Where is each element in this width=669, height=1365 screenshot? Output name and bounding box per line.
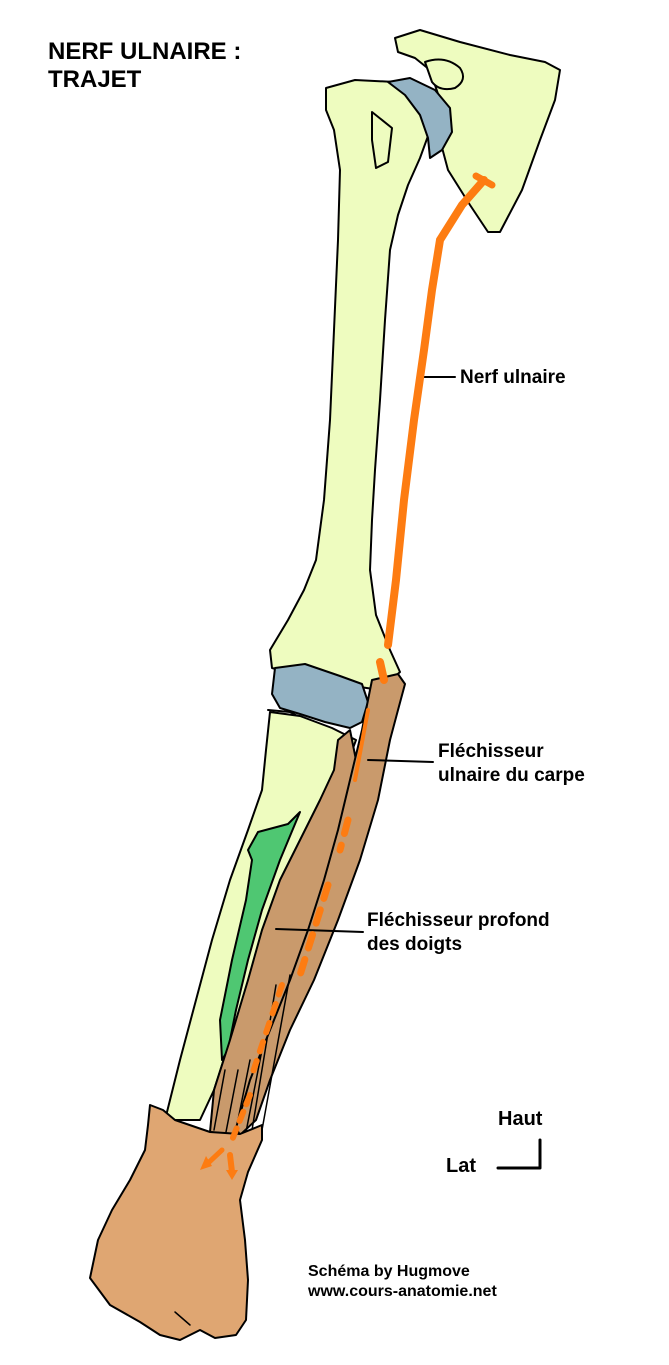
hand-crease <box>174 1311 191 1326</box>
acromion <box>424 58 465 91</box>
label-fcu-line-2: ulnaire du carpe <box>438 765 585 786</box>
label-fcu-line-1: Fléchisseur <box>438 741 544 762</box>
label-fdp-line-2: des doigts <box>367 934 463 955</box>
ulnar-nerve <box>203 172 496 1175</box>
fcu-leader-line <box>367 759 434 763</box>
orientation-arrow <box>496 1138 542 1170</box>
humerus-groove <box>371 111 393 169</box>
fcu-muscle <box>235 673 406 1136</box>
humeral-head-cartilage <box>387 77 453 159</box>
title-line-2: TRAJET <box>48 66 142 93</box>
credit: Schéma by Hugmove www.cours-anatomie.net <box>308 1262 497 1302</box>
diagram-title: NERF ULNAIRE : TRAJET <box>48 38 241 94</box>
orientation-lateral-label: Lat <box>446 1155 476 1177</box>
humerus <box>269 79 433 691</box>
elbow-cartilage <box>271 663 369 729</box>
hand <box>89 1104 263 1341</box>
credit-author: Schéma by Hugmove <box>308 1263 470 1280</box>
orientation-up-label: Haut <box>498 1108 543 1130</box>
nerve-arrow-left <box>200 1156 212 1170</box>
nerve-arrow-down <box>226 1170 238 1180</box>
fdp-leader-line <box>275 928 364 933</box>
label-fdp-line-1: Fléchisseur profond <box>367 910 550 931</box>
label-fcu: Fléchisseur ulnaire du carpe <box>438 740 585 788</box>
label-nerve: Nerf ulnaire <box>460 367 566 388</box>
credit-website: www.cours-anatomie.net <box>308 1283 497 1300</box>
title-line-1: NERF ULNAIRE : <box>48 38 242 65</box>
label-fdp: Fléchisseur profond des doigts <box>367 909 550 957</box>
